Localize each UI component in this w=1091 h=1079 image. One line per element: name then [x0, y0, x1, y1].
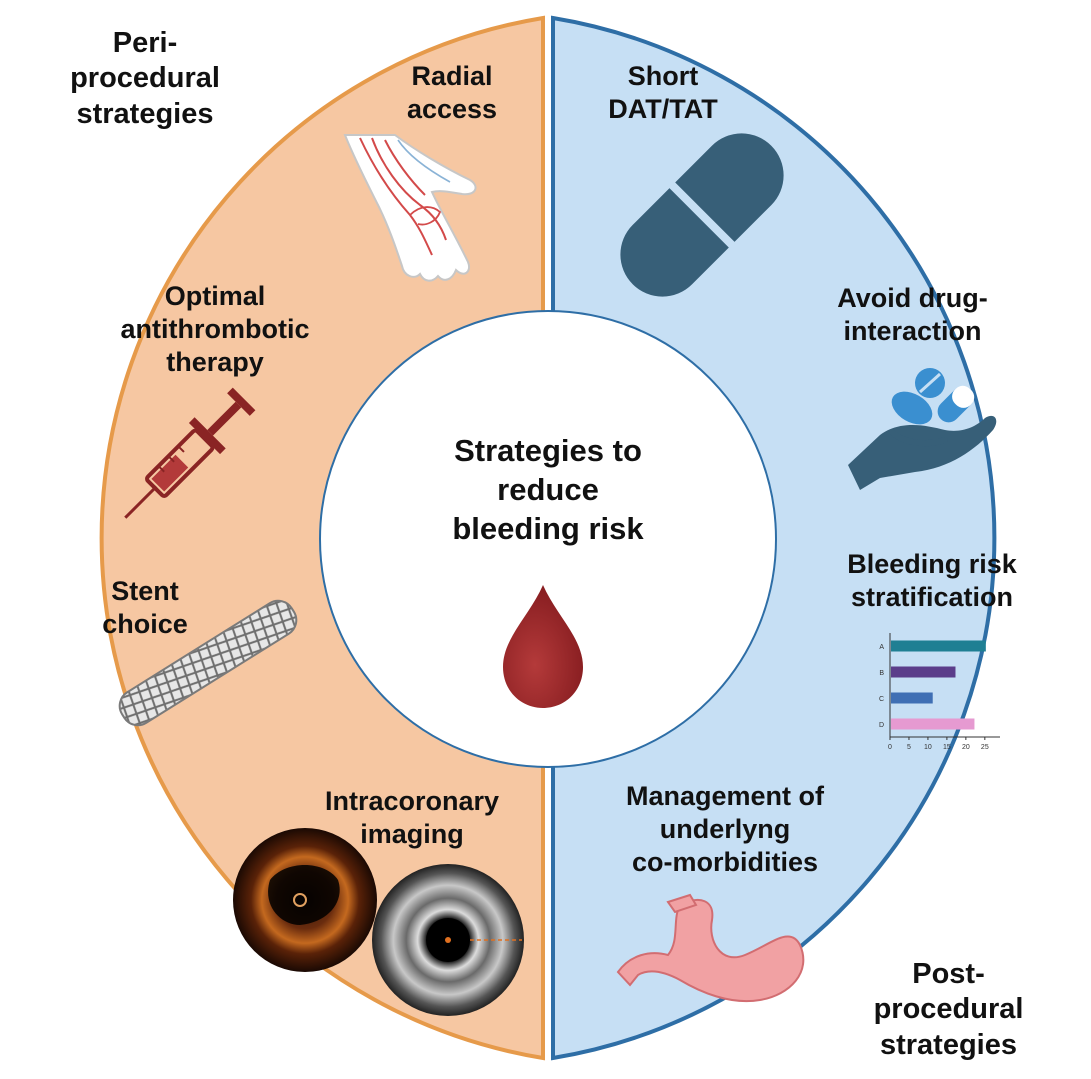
chart-x-tick-label: 5 — [907, 744, 911, 751]
antithrombotic-therapy-label: Optimal antithrombotic therapy — [120, 281, 310, 377]
capsule-icon — [620, 133, 784, 297]
chart-bar-d — [891, 718, 975, 730]
chart-bar-a — [891, 640, 986, 652]
stent-icon — [118, 599, 298, 727]
chart-x-tick-label: 25 — [981, 744, 989, 751]
chart-category-label: A — [879, 644, 884, 651]
chart-bar-c — [891, 692, 933, 704]
center-circle — [319, 310, 777, 768]
chart-category-label: B — [879, 670, 884, 677]
post-procedural-heading: Post- procedural strategies — [873, 958, 1024, 1061]
peri-procedural-heading: Peri- procedural strategies — [70, 27, 220, 130]
stomach-icon — [616, 893, 805, 1002]
hand-pills-icon — [848, 368, 997, 490]
intracoronary-imaging-label: Intracoronary imaging — [324, 786, 500, 849]
avoid-drug-interaction-label: Avoid drug- interaction — [837, 283, 988, 346]
chart-category-label: D — [879, 722, 884, 729]
chart-category-label: C — [879, 696, 884, 703]
chart-x-tick-label: 0 — [888, 744, 892, 751]
chart-bar-b — [891, 666, 956, 678]
comorbidities-label: Management of underlyng co-morbidities — [625, 781, 825, 877]
stent-choice-label: Stent choice — [102, 576, 188, 639]
short-dat-tat-label: Short DAT/TAT — [608, 61, 718, 124]
chart-x-tick-label: 20 — [962, 744, 970, 751]
chart-x-tick-label: 15 — [943, 744, 951, 751]
syringe-icon — [124, 387, 256, 519]
bar-chart-icon: A B C D 0 5 10 15 20 25 — [879, 633, 1000, 751]
bleeding-risk-stratification-label: Bleeding risk stratification — [847, 549, 1017, 612]
hand-arteries-icon — [343, 134, 477, 282]
chart-x-tick-label: 10 — [924, 744, 932, 751]
blood-drop-icon — [503, 585, 583, 708]
intravascular-imaging-icon — [233, 828, 524, 1016]
radial-access-label: Radial access — [406, 61, 498, 124]
center-title: Strategies to reduce bleeding risk — [452, 433, 644, 546]
